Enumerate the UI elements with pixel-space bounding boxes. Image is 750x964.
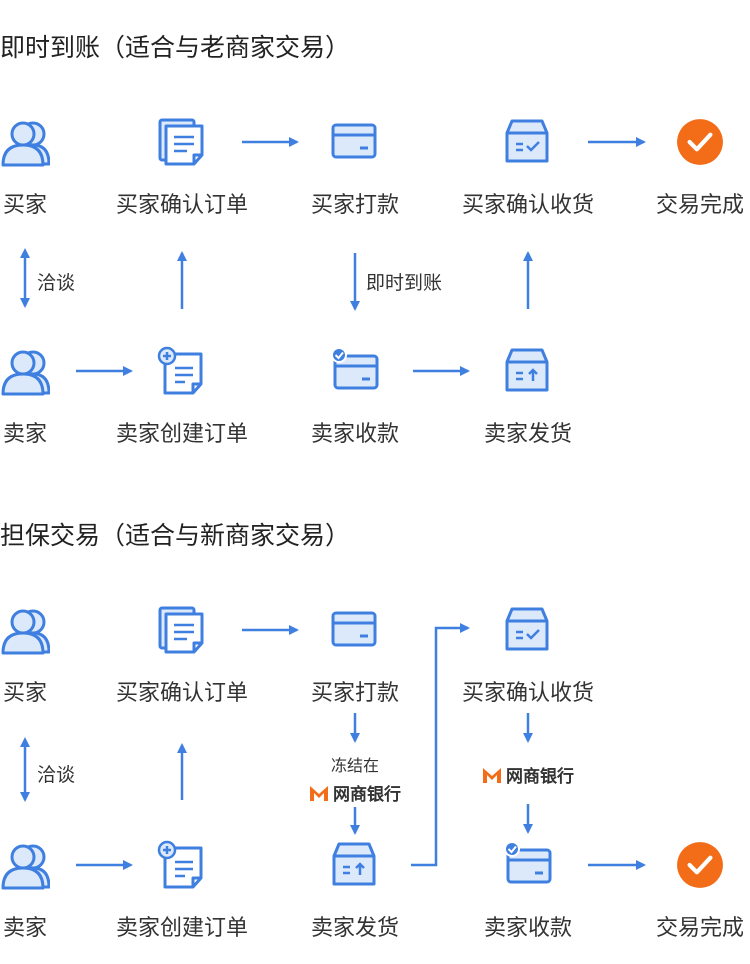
person-icon bbox=[1, 844, 50, 890]
bank-transfer: 网商银行 bbox=[448, 762, 608, 788]
card-check-icon bbox=[503, 840, 552, 884]
check-circle-icon bbox=[675, 840, 725, 890]
person-icon bbox=[1, 609, 50, 655]
documents-icon bbox=[158, 606, 204, 654]
box-up-icon bbox=[505, 348, 549, 392]
node-label: 卖家创建订单 bbox=[115, 916, 248, 941]
negotiate-label: 洽谈 bbox=[37, 764, 76, 786]
node-label: 交易完成 bbox=[655, 916, 744, 941]
node-label: 卖家发货 bbox=[310, 916, 399, 941]
node-s2-buyer: 买家 bbox=[0, 605, 115, 707]
card-icon bbox=[331, 611, 377, 647]
node-s2-seller-collect: 卖家收款 bbox=[438, 840, 618, 942]
node-label: 买家打款 bbox=[310, 681, 399, 706]
node-s1-seller-collect: 卖家收款 bbox=[265, 346, 445, 448]
node-label: 买家确认订单 bbox=[115, 681, 248, 706]
check-circle-icon bbox=[675, 117, 725, 167]
node-label: 交易完成 bbox=[655, 193, 744, 218]
node-s1-buyer: 买家 bbox=[0, 117, 115, 219]
node-label: 卖家收款 bbox=[483, 916, 572, 941]
node-label: 买家确认收货 bbox=[461, 193, 594, 218]
document-add-icon bbox=[157, 346, 203, 395]
card-check-icon bbox=[330, 346, 379, 390]
node-s2-buyer-confirm-receipt: 买家确认收货 bbox=[438, 605, 618, 707]
arrow-s2-ship-to-receipt bbox=[411, 623, 470, 867]
node-s1-buyer-pay: 买家打款 bbox=[265, 117, 445, 219]
bank-brand: 网商银行 bbox=[309, 780, 401, 805]
node-s2-done: 交易完成 bbox=[610, 840, 750, 942]
node-s1-buyer-confirm-receipt: 买家确认收货 bbox=[438, 117, 618, 219]
node-s1-seller: 卖家 bbox=[0, 346, 115, 448]
document-add-icon bbox=[157, 840, 203, 889]
card-icon bbox=[331, 123, 377, 159]
node-label: 买家确认订单 bbox=[115, 193, 248, 218]
bank-name: 网商银行 bbox=[506, 767, 574, 787]
node-s2-seller-create-order: 卖家创建订单 bbox=[92, 840, 272, 942]
node-s1-buyer-confirm-order: 买家确认订单 bbox=[92, 117, 272, 219]
box-check-icon bbox=[505, 607, 549, 651]
instant-transfer-label: 即时到账 bbox=[366, 272, 443, 294]
section-title-escrow: 担保交易（适合与新商家交易） bbox=[0, 521, 351, 550]
node-label: 卖家 bbox=[2, 916, 47, 941]
negotiate-label: 洽谈 bbox=[37, 272, 76, 294]
box-check-icon bbox=[505, 119, 549, 163]
node-s1-seller-create-order: 卖家创建订单 bbox=[92, 346, 272, 448]
node-s2-seller: 卖家 bbox=[0, 840, 115, 942]
bank-name: 网商银行 bbox=[333, 785, 401, 805]
documents-icon bbox=[158, 118, 204, 166]
section-title-instant: 即时到账（适合与老商家交易） bbox=[0, 33, 351, 62]
node-label: 卖家收款 bbox=[310, 422, 399, 447]
node-s2-seller-ship: 卖家发货 bbox=[265, 840, 445, 942]
freeze-at-bank: 冻结在 网商银行 bbox=[275, 752, 435, 806]
mybank-logo-icon bbox=[483, 767, 501, 783]
bank-brand: 网商银行 bbox=[482, 762, 574, 787]
person-icon bbox=[1, 121, 50, 167]
node-label: 买家确认收货 bbox=[461, 681, 594, 706]
node-s1-done: 交易完成 bbox=[610, 117, 750, 219]
node-label: 卖家创建订单 bbox=[115, 422, 248, 447]
node-label: 买家 bbox=[2, 681, 47, 706]
node-s2-buyer-pay: 买家打款 bbox=[265, 605, 445, 707]
node-label: 买家打款 bbox=[310, 193, 399, 218]
box-up-icon bbox=[332, 842, 376, 886]
node-label: 卖家发货 bbox=[483, 422, 572, 447]
freeze-label: 冻结在 bbox=[330, 756, 379, 775]
node-label: 卖家 bbox=[2, 422, 47, 447]
node-label: 买家 bbox=[2, 193, 47, 218]
person-icon bbox=[1, 350, 50, 396]
mybank-logo-icon bbox=[310, 785, 328, 801]
node-s2-buyer-confirm-order: 买家确认订单 bbox=[92, 605, 272, 707]
node-s1-seller-ship: 卖家发货 bbox=[438, 346, 618, 448]
